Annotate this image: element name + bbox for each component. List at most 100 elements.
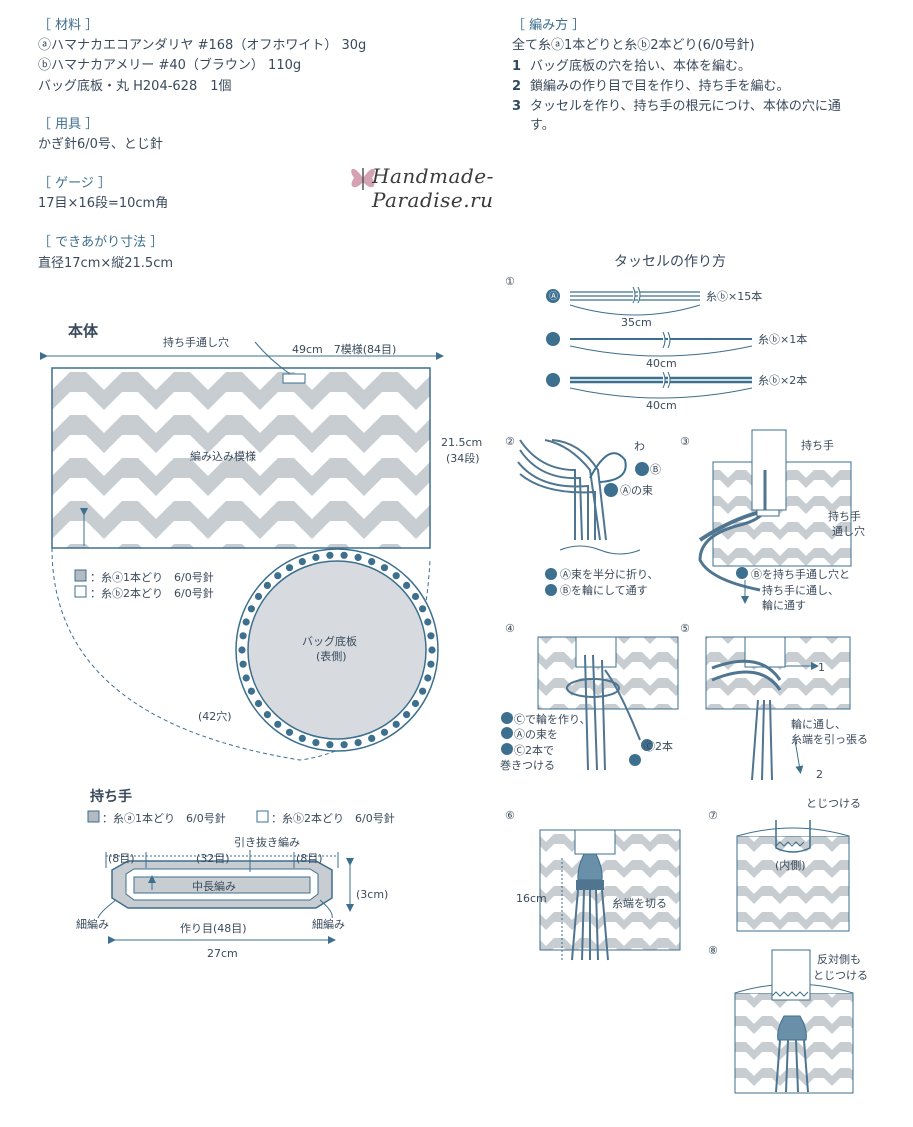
step4-note-3: Ⓒ2本で [514,744,554,757]
step4-c2-label: Ⓒ2本 [644,740,673,753]
step4-note-2: Ⓐの束を [514,728,558,741]
step6-cut-label: 糸端を切る [612,897,667,910]
step6-length-label: 16cm [516,892,547,905]
tassel-a-length: 35cm [621,316,652,329]
pattern-label: 編み込み模様 [190,450,256,463]
tassel-step-2 [517,439,649,596]
step3-note-1: Ⓑを持ち手通し穴と [751,568,850,581]
step5-arrow-2: 2 [816,768,823,781]
board-hole [411,592,420,601]
step7-sew-label: とじつける [806,797,861,810]
board-hole [285,728,294,736]
tassel-a-badge: Ⓐ [549,292,559,302]
step7-inside-label: (内側) [775,859,806,872]
board-hole [368,734,376,743]
step5-note-2: 糸端を引っ張る [791,733,868,746]
step4-note-4: 巻きつける [500,759,555,772]
handle-title: 持ち手 [90,789,132,805]
board-hole [247,687,255,695]
step-number: 3 [512,99,522,114]
board-hole [263,711,271,719]
materials-b: ⓑハマナカアメリー #40（ブラウン） 110g [38,58,302,73]
body-title: 本体 [68,322,99,340]
tassel-title: タッセルの作り方 [614,254,726,270]
slip-stitch-label: 引き抜き編み [234,836,300,849]
tassel-step-3 [698,429,852,604]
step3-note-3: 輪に通す [762,599,806,612]
board-hole [424,618,432,626]
chain-label: 作り目(48目) [180,922,247,935]
body-height-label: 21.5cm [441,436,483,449]
legend-b-label: ：糸ⓑ2本どり 6/0号針 [90,587,214,600]
handle-mid-stitches: (32目) [196,852,230,865]
step3-hole-label-1: 持ち手 [828,510,861,523]
materials-c: バッグ底板・丸 H204-628 1個 [38,79,232,94]
step2-note-1: Ⓐ束を半分に折り、 [560,568,659,581]
board-hole [326,551,334,559]
tassel-step-6 [539,829,681,961]
tassel-step-1 [546,286,753,399]
method-intro: 全て糸ⓐ1本どりと糸ⓑ2本どり(6/0号針) [512,38,755,53]
step-5-number: ⑤ [680,622,690,635]
board-label: バッグ底板 [302,635,357,648]
board-hole [285,564,294,572]
board-hole [263,581,271,590]
handle-diagram [97,850,354,944]
tools-heading: ［ 用具 ］ [38,117,99,132]
board-hole [247,605,255,613]
board-hole [411,699,420,708]
board-hole [254,592,263,601]
tassel-step-7 [736,820,850,932]
body-width-label: 49cm 7模様(84目) [292,343,397,356]
step4-note-1: Ⓒで輪を作り、 [514,713,591,726]
step-1-number: ① [505,275,515,288]
board-hole [340,551,348,559]
board-hole [427,632,435,640]
step-text: バッグ底板の穴を拾い、本体を編む。 [530,59,752,74]
step3-hole-label-2: 通し穴 [832,525,865,538]
board-hole [326,741,334,749]
step-number: 1 [512,59,522,74]
board-hole [242,618,250,626]
step8-note-1: 反対側も [817,953,861,966]
handle-height-label: (3cm) [356,888,389,901]
gauge-heading: ［ ゲージ ］ [38,176,112,191]
step5-note-1: 輪に通し、 [791,718,846,731]
handle-right-stitches: (8目) [296,852,323,865]
board-hole [274,720,282,728]
handle-hole-label: 持ち手通し穴 [163,336,229,349]
body-panel [40,341,444,761]
tassel-b-label: 糸ⓑ×1本 [758,333,808,346]
handle-legend-swatch-b [256,810,269,823]
tassel-a-label: 糸ⓑ×15本 [706,290,763,303]
butterfly-icon [351,168,375,190]
board-hole [298,558,306,566]
step-8-number: ⑧ [708,944,718,957]
hdc-label: 中長編み [192,880,236,893]
step8-note-2: とじつける [813,969,868,982]
board-hole [403,711,411,719]
size-text: 直径17cm×縦21.5cm [38,256,174,271]
board-hole [340,741,348,749]
legend-swatch-b [74,585,87,598]
board-hole [392,720,400,728]
step-2-number: ② [505,435,515,448]
board-hole [380,564,389,572]
step-text-cont: す。 [530,118,555,133]
board-hole [380,728,389,736]
board-hole [427,660,435,668]
board-hole [392,572,400,580]
step2-a-bundle-label: Ⓐの束 [620,484,653,497]
board-hole [274,572,282,580]
materials-a: ⓐハマナカエコアンダリヤ #168（オフホワイト） 30g [38,38,367,53]
step2-note-2: Ⓑを輪にして通す [560,584,648,597]
handle-legend-a: ：糸ⓐ1本どり 6/0号針 [102,812,226,825]
sc-right-label: 細編み [312,918,345,931]
board-hole [428,646,436,654]
board-hole [239,660,247,668]
step2-b-label: Ⓑ [650,463,661,476]
tassel-step-4 [501,636,679,771]
tassel-step-5 [705,636,851,781]
step3-note-2: 持ち手に通し、 [762,584,839,597]
